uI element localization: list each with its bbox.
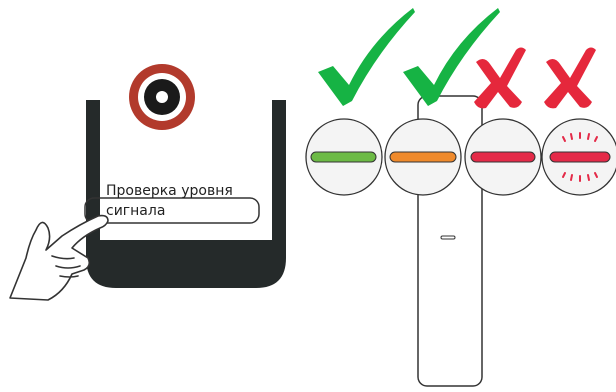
signal-check-button[interactable] (84, 197, 260, 224)
signal-check-label-line1: Проверка уровня (106, 183, 233, 199)
blink-rays-icon (562, 132, 598, 182)
led-bar-green (310, 151, 377, 163)
cross-icon (544, 47, 596, 109)
signal-check-label: Проверка уровня сигнала (106, 181, 266, 221)
led-bars (310, 151, 611, 163)
led-bar-red-blinking (549, 151, 611, 163)
phone (84, 100, 286, 288)
hand-icon (9, 214, 109, 301)
detector-led (440, 235, 456, 240)
led-bar-orange (389, 151, 457, 163)
check-icon (403, 8, 500, 106)
phone-screen (100, 100, 272, 240)
device-camera-icon (129, 64, 195, 130)
signal-check-label-line2: сигнала (106, 203, 166, 219)
led-bar-red (470, 151, 536, 163)
cross-icon (474, 47, 526, 109)
check-icon (318, 8, 415, 106)
phone-frame (86, 100, 286, 288)
